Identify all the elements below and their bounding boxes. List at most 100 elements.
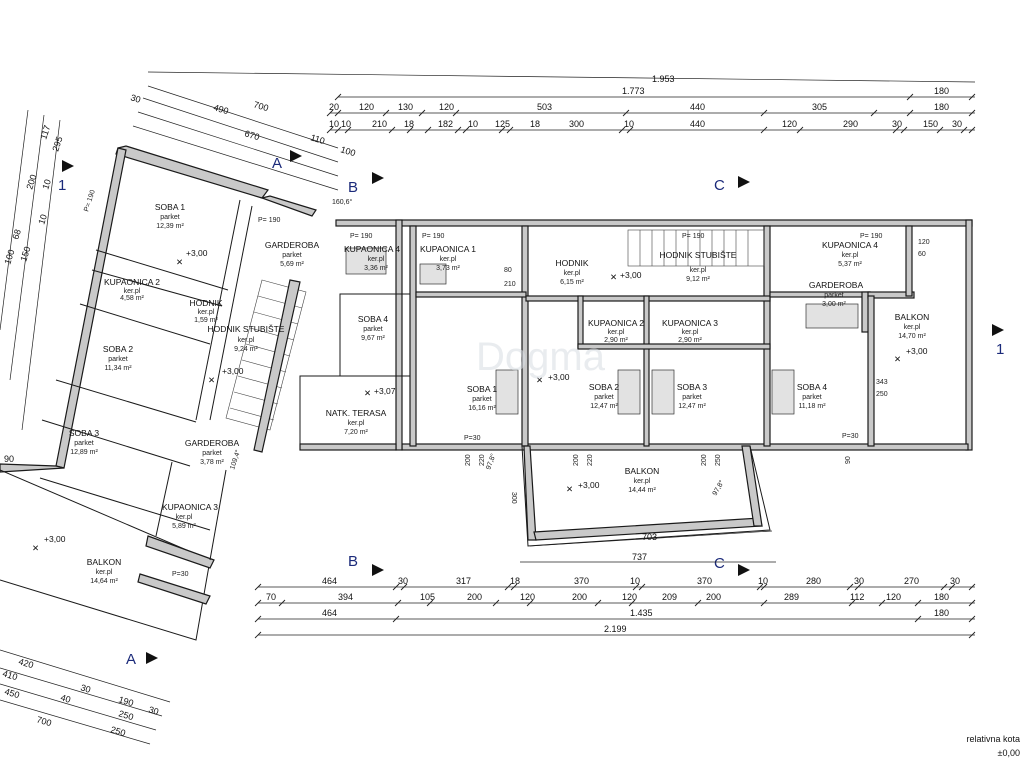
wall-west-low: [0, 463, 65, 473]
dim-lb-450: 450: [3, 686, 20, 700]
dim-lt-30: 30: [129, 92, 142, 104]
room-soba1-right: SOBA 1: [467, 384, 498, 394]
dim-p30-a: P=30: [464, 435, 481, 442]
dim-b1-11: 30: [950, 576, 960, 586]
room-balkon-left-area: 14,64 m²: [90, 578, 118, 585]
dimension-tick: [968, 615, 976, 623]
dimension-tick: [622, 109, 630, 117]
dim-ls-117: 117: [38, 124, 52, 141]
room-kupaonica2-right-floor: ker.pl: [608, 329, 625, 336]
dimension-tick: [326, 109, 334, 117]
room-natk-terasa: NATK. TERASA: [326, 408, 387, 418]
balkon-c-east: [741, 445, 763, 527]
dim-lb-250: 250: [117, 708, 134, 722]
dim-t4-15: 30: [952, 119, 962, 129]
dimension-tick: [334, 109, 342, 117]
section-marker-c-top: C: [714, 176, 750, 194]
dim-ls-10: 10: [40, 178, 53, 191]
dim-lb-30: 30: [79, 682, 92, 694]
room-kupaonica2-right: KUPAONICA 2: [588, 318, 644, 328]
dim-t4-3: 18: [404, 119, 414, 129]
dim-t4-7: 18: [530, 119, 540, 129]
dimension-tick: [632, 583, 640, 591]
dim-p190-f: P= 190: [258, 217, 280, 224]
level-marker: +3,07✕: [364, 386, 396, 398]
dimension-tick: [906, 93, 914, 101]
dimension-tick: [594, 599, 602, 607]
dim-b2-0: 70: [266, 592, 276, 602]
dim-t4-13: 30: [892, 119, 902, 129]
dimension-tick: [382, 109, 390, 117]
dimension-tick: [854, 583, 862, 591]
dimension-tick: [960, 126, 968, 134]
level-text: +3,00: [548, 372, 570, 382]
dim-b1-3: 18: [510, 576, 520, 586]
wall-stair-east: [253, 279, 301, 453]
room-labels: SOBA 1 parket 12,39 m² KUPAONICA 2 4,58 …: [69, 202, 929, 585]
room-kupaonica2-left-area: 4,58 m²: [120, 295, 144, 302]
dim-b1-5: 10: [630, 576, 640, 586]
level-symbol: ✕: [610, 272, 617, 282]
dim-t3-2: 130: [398, 102, 413, 112]
wall-west-right: [395, 219, 403, 451]
room-kupaonica2-right-area: 2,90 m²: [604, 337, 628, 344]
dimension-tick: [848, 599, 856, 607]
section-label: C: [714, 177, 725, 194]
room-garderoba-left-2: GARDEROBA: [185, 438, 240, 448]
level-text: +3,00: [906, 346, 928, 356]
dim-b1-4: 370: [574, 576, 589, 586]
dim-ls-90: 90: [4, 454, 14, 464]
room-soba2-right: SOBA 2: [589, 382, 620, 392]
room-balkon-center: BALKON: [625, 466, 660, 476]
dimension-tick: [452, 109, 460, 117]
room-hodnik-right-area: 6,15 m²: [560, 279, 584, 286]
dim-b3-0: 464: [322, 608, 337, 618]
dim-p190-b: P= 190: [422, 233, 444, 240]
dim-lt-490: 490: [212, 102, 229, 116]
room-kupaonica3-left-area: 5,89 m²: [172, 523, 196, 530]
section-arrow-icon: [992, 324, 1004, 336]
dim-t4-9: 10: [624, 119, 634, 129]
wall-top-left: [115, 145, 269, 199]
dim-lb-190: 190: [117, 694, 134, 708]
section-marker-c-bottom: C: [714, 555, 750, 576]
room-hodnik-right: HODNIK: [555, 258, 588, 268]
room-kupaonica3-right-area: 2,90 m²: [678, 337, 702, 344]
dimension-tick: [618, 126, 626, 134]
room-kupaonica4-right-area: 5,37 m²: [838, 261, 862, 268]
dimension-tick: [900, 126, 908, 134]
section-marker-b-bottom: B: [348, 553, 384, 576]
dimension-tick: [344, 126, 352, 134]
dimension-tick: [968, 93, 976, 101]
dim-b2-12: 180: [934, 592, 949, 602]
dimension-tick: [968, 126, 976, 134]
dim-ls-200: 200: [24, 173, 38, 190]
dim-b2-4: 120: [520, 592, 535, 602]
room-kupaonica4-left-area: 3,36 m²: [364, 265, 388, 272]
dim-b1-9: 30: [854, 576, 864, 586]
dim-t4-6: 125: [495, 119, 510, 129]
dim-200-a: 200: [465, 454, 472, 466]
room-kupaonica3-left: KUPAONICA 3: [162, 502, 218, 512]
room-kupaonica2-left-floor: ker.pl: [124, 288, 141, 295]
room-hodnik-stubiste-right-floor: ker.pl: [690, 267, 707, 274]
dim-220-a: 220: [479, 454, 486, 466]
dimension-tick: [388, 126, 396, 134]
room-hodnik-stubiste-left-area: 9,24 m²: [234, 346, 258, 353]
dim-lt-110: 110: [309, 132, 326, 146]
right-block: [299, 219, 973, 547]
dim-lb-40: 40: [59, 692, 72, 704]
room-soba1-right-area: 16,16 m²: [468, 405, 496, 412]
section-arrow-icon: [738, 176, 750, 188]
dimension-tick: [638, 583, 646, 591]
section-label: B: [348, 179, 358, 196]
dimension-tick: [254, 599, 262, 607]
level-text: +3,00: [44, 534, 66, 544]
stair-right: [627, 229, 765, 267]
dimension-tick: [892, 126, 900, 134]
dim-p190-c: P= 190: [682, 233, 704, 240]
room-balkon-right: BALKON: [895, 312, 930, 322]
dim-t3-0: 20: [329, 102, 339, 112]
section-label: 1: [58, 177, 66, 194]
